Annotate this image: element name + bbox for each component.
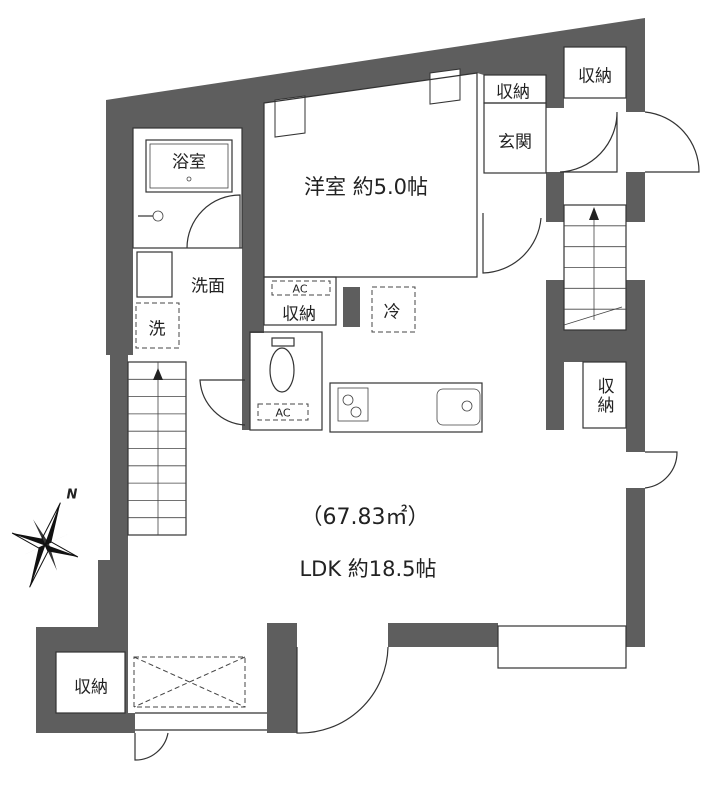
storage-closet-label: 収納 [282, 304, 316, 325]
washer-space [135, 302, 180, 349]
bottom-small-door[interactable] [134, 732, 169, 761]
total-area-label: （67.83㎡） [300, 505, 430, 530]
stove-icon [337, 387, 369, 422]
closet-storage [263, 276, 337, 326]
washbasin [136, 251, 173, 298]
storage-bottom-left-label: 収納 [74, 677, 108, 698]
burner-icon [350, 406, 362, 418]
compass-north-label: N [66, 487, 78, 503]
entrance-door[interactable] [559, 111, 618, 173]
entry-hatch-cross [133, 656, 246, 708]
western-room-door[interactable] [482, 213, 542, 274]
stair-side-wall [546, 172, 564, 222]
shower-icon [152, 210, 164, 222]
bathroom-door[interactable] [186, 194, 241, 249]
stairs-up-arrow-icon [589, 207, 599, 220]
storage-right-label: 収納 [593, 377, 614, 415]
western-room-outline [263, 72, 478, 278]
fridge-space [371, 286, 416, 333]
right-side-door[interactable] [644, 451, 678, 489]
compass-rose-icon [11, 502, 79, 588]
entrance-label: 玄関 [498, 132, 532, 153]
sink-icon [436, 388, 481, 426]
storage-top-right-label: 収納 [578, 66, 612, 87]
ac-label-2: AC [275, 406, 291, 420]
bathroom-label: 浴室 [172, 152, 206, 173]
toilet-room [249, 331, 323, 431]
storage-right-wall [564, 330, 626, 362]
entry-column-wall [546, 98, 564, 108]
window-top-left [274, 95, 306, 138]
stairs-left [127, 361, 187, 536]
bottom-door[interactable] [296, 646, 389, 734]
storage-bottom-left [55, 651, 126, 714]
right-outer-wall-lower [626, 172, 645, 222]
faucet-icon [461, 400, 473, 412]
left-outer-wall [98, 100, 128, 627]
closet-column [343, 287, 360, 327]
bath-partition-wall [242, 128, 264, 333]
toilet-door[interactable] [199, 379, 246, 426]
bottom-wall-segment [388, 623, 498, 647]
stairs-right [563, 204, 627, 331]
burner-icon [342, 394, 354, 406]
front-door[interactable] [644, 111, 700, 173]
ac-box-1 [271, 280, 331, 296]
ac-box-2 [257, 403, 309, 421]
storage-entrance-label: 収納 [496, 82, 530, 103]
top-outer-wall [106, 18, 645, 355]
stairs-up-arrow-icon [153, 368, 163, 380]
toilet-tank-icon [271, 337, 295, 347]
bottom-column-wall [267, 623, 297, 733]
right-outer-wall-mid [626, 280, 645, 452]
toilet-icon [269, 347, 295, 393]
balcony [497, 625, 627, 669]
window-top-right [429, 68, 461, 105]
washer-label: 洗 [148, 319, 166, 340]
entry-hatch [133, 656, 246, 708]
bathtub-inner [149, 143, 229, 189]
storage-entrance [483, 74, 547, 104]
right-outer-wall-bottom [626, 488, 645, 647]
storage-top-right [563, 46, 627, 99]
storage-right [582, 361, 627, 429]
drain-icon [186, 176, 192, 182]
toilet-wall [242, 330, 250, 430]
western-room-label: 洋室 約5.0帖 [303, 175, 429, 199]
washroom-label: 洗面 [191, 276, 225, 297]
entrance-area [483, 102, 547, 174]
bathtub [145, 139, 233, 193]
kitchen-counter [329, 382, 483, 433]
fridge-label: 冷 [383, 302, 401, 323]
ldk-label: LDK 約18.5帖 [299, 557, 437, 581]
ac-label-1: AC [292, 282, 308, 296]
stair-side-wall-2 [546, 280, 564, 430]
